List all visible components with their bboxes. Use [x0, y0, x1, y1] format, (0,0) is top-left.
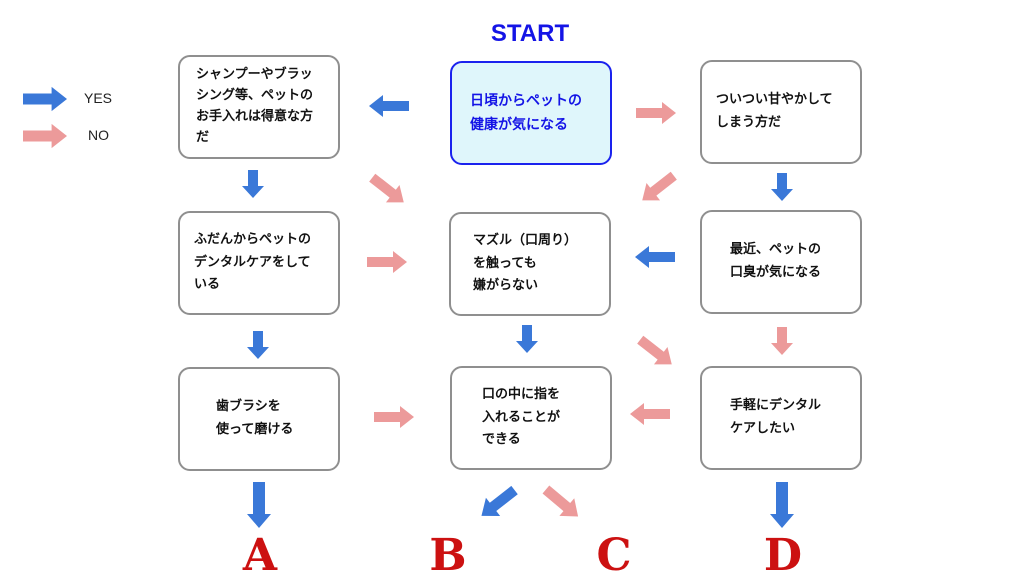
legend-no-arrow [23, 123, 67, 149]
arrow-easy-care-to-d [770, 482, 794, 528]
node-finger: 口の中に指を 入れることが できる [450, 366, 612, 470]
arrow-toothbrush-to-a [247, 482, 271, 528]
node-grooming: シャンプーやブラッ シング等、ペットの お手入れは得意な方 だ [178, 55, 340, 159]
arrow-start-to-spoil [636, 102, 676, 124]
node-easy-care-text: 手軽にデンタル ケアしたい [730, 398, 822, 436]
arrow-finger-to-c [538, 480, 586, 526]
outcome-c: C [596, 530, 632, 581]
arrow-muzzle-to-easy-care [633, 331, 679, 373]
node-grooming-text: シャンプーやブラッ シング等、ペットの お手入れは得意な方 だ [196, 67, 314, 145]
node-muzzle: マズル（口周り） を触っても 嫌がらない [449, 212, 611, 316]
start-title: START [490, 20, 570, 47]
arrow-easy-care-to-finger [630, 403, 670, 425]
node-spoil-text: ついつい甘やかして しまう方だ [716, 92, 833, 130]
node-start-text: 日頃からペットの 健康が気になる [470, 92, 582, 134]
node-toothbrush: 歯ブラシを 使って磨ける [178, 367, 340, 471]
node-toothbrush-text: 歯ブラシを 使って磨ける [216, 399, 294, 437]
legend-yes-arrow [23, 86, 67, 112]
outcome-d: D [763, 530, 803, 581]
legend-no-label: NO [88, 127, 109, 143]
node-start: 日頃からペットの 健康が気になる [450, 61, 612, 165]
arrow-breath-to-easy-care [771, 327, 793, 355]
node-muzzle-text: マズル（口周り） を触っても 嫌がらない [473, 232, 578, 294]
arrow-dental-to-muzzle [367, 251, 407, 273]
arrow-muzzle-to-finger [516, 325, 538, 353]
node-breath-text: 最近、ペットの 口臭が気になる [730, 242, 822, 280]
arrow-spoil-to-breath [771, 173, 793, 201]
node-dental-care-text: ふだんからペットの デンタルケアをして いる [194, 231, 312, 293]
outcome-a: A [242, 530, 278, 581]
node-dental-care: ふだんからペットの デンタルケアをして いる [178, 211, 340, 315]
node-spoil: ついつい甘やかして しまう方だ [700, 60, 862, 164]
arrow-spoil-to-muzzle [635, 167, 681, 209]
arrow-start-to-grooming [369, 95, 409, 117]
arrow-toothbrush-to-finger [374, 406, 414, 428]
arrow-dental-to-toothbrush [247, 331, 269, 359]
legend-yes-label: YES [84, 90, 113, 106]
outcome-b: B [429, 530, 467, 581]
arrow-grooming-to-dental [242, 170, 264, 198]
arrow-finger-to-b [474, 480, 522, 526]
arrow-grooming-to-muzzle [365, 169, 411, 211]
arrow-breath-to-muzzle [635, 246, 675, 268]
node-finger-text: 口の中に指を 入れることが できる [482, 386, 561, 448]
node-easy-care: 手軽にデンタル ケアしたい [700, 366, 862, 470]
node-breath: 最近、ペットの 口臭が気になる [700, 210, 862, 314]
